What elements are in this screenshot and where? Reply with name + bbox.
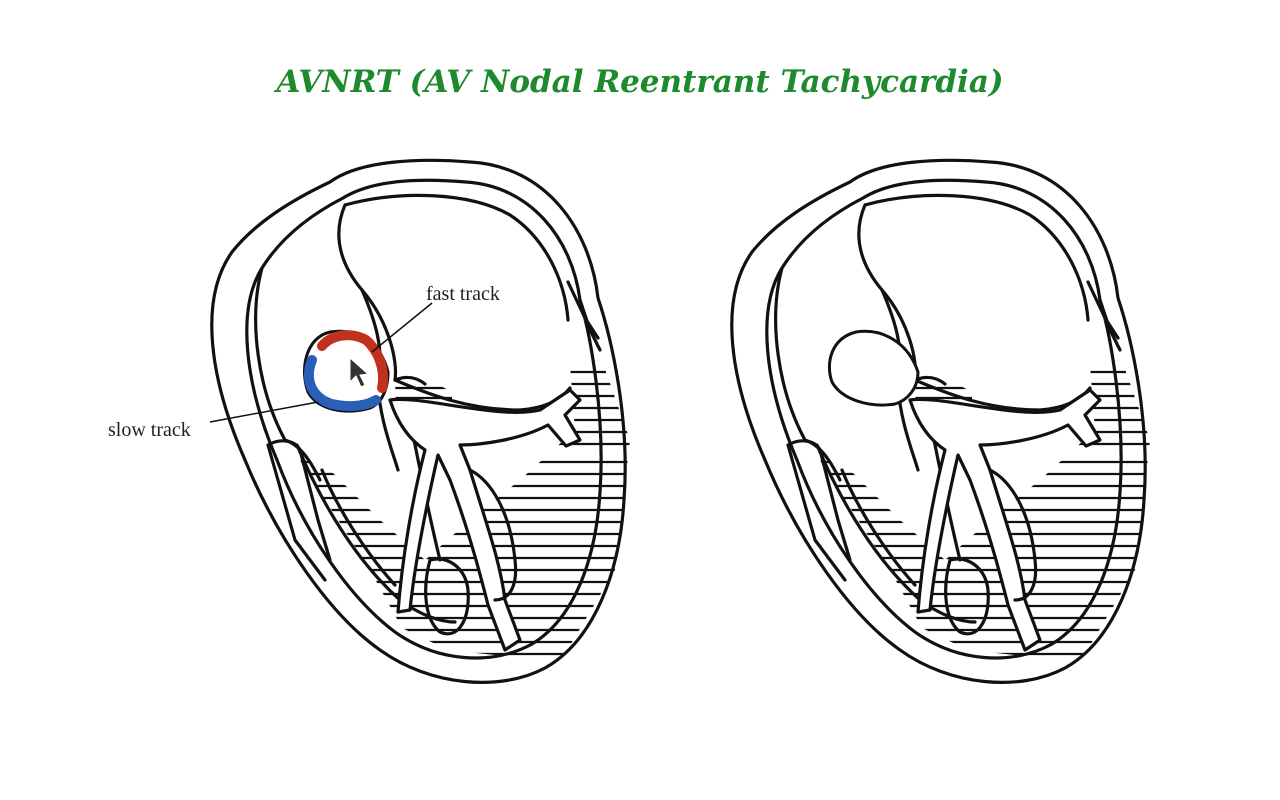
fast-track-pathway [317,330,388,393]
heart-diagram-right [730,158,1160,685]
mouse-pointer-icon [349,356,370,388]
fast-track-label: fast track [426,283,500,305]
heart-diagram-left: fast track slow track [108,158,640,685]
av-node [827,329,920,407]
slow-track-pathway [303,355,381,412]
slow-track-leader [209,401,319,423]
slow-track-label: slow track [108,419,191,441]
page-title: AVNRT (AV Nodal Reentrant Tachycardia) [276,64,1004,100]
fast-track-leader [371,302,433,353]
